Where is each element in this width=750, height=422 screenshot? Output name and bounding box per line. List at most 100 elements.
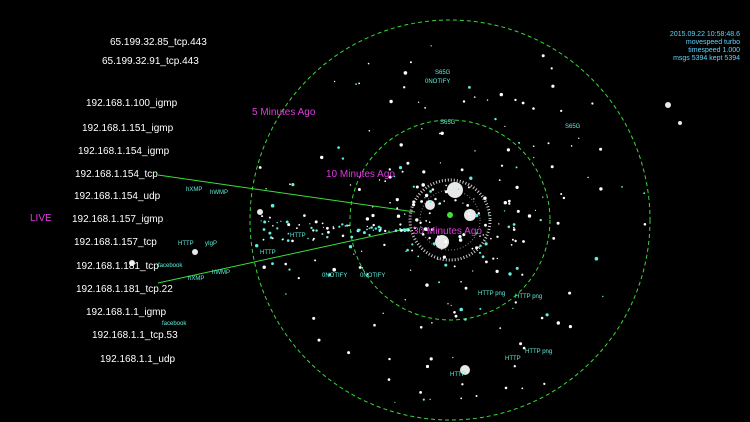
host-label[interactable]: 192.168.1.1_tcp.53 xyxy=(92,330,178,341)
particle-dot xyxy=(507,199,511,203)
sphere-node[interactable] xyxy=(678,121,682,125)
particle-dot xyxy=(361,267,364,269)
particle-dot xyxy=(404,299,406,301)
particle-dot xyxy=(519,342,523,346)
connection-line xyxy=(157,174,416,213)
sphere-node[interactable] xyxy=(257,209,263,215)
particle-dot xyxy=(412,185,415,188)
host-label[interactable]: 192.168.1.1_igmp xyxy=(86,307,167,318)
flow-dot xyxy=(327,230,330,234)
particle-dot xyxy=(468,213,471,216)
particle-dot xyxy=(514,301,517,304)
particle-dot xyxy=(469,176,473,180)
protocol-label: hXMP xyxy=(186,187,203,193)
host-label[interactable]: 192.168.1.154_udp xyxy=(74,191,161,202)
sphere-node[interactable] xyxy=(425,200,435,210)
particle-dot xyxy=(424,107,426,109)
particle-dot xyxy=(468,86,471,89)
host-label[interactable]: 65.199.32.85_tcp.443 xyxy=(110,37,207,48)
flow-dot xyxy=(262,228,266,231)
particle-dot xyxy=(348,245,353,249)
particle-dot xyxy=(394,401,396,403)
particle-dot xyxy=(320,155,324,160)
protocol-label: HTTP xyxy=(505,356,521,362)
protocol-label: facebook xyxy=(162,321,187,327)
host-label[interactable]: 192.168.1.100_igmp xyxy=(86,98,178,109)
particle-dot xyxy=(447,303,449,305)
particle-dot xyxy=(439,162,441,164)
particle-dot xyxy=(422,170,426,174)
particle-dot xyxy=(521,387,524,390)
host-label[interactable]: 65.199.32.91_tcp.443 xyxy=(102,56,199,67)
sphere-node[interactable] xyxy=(460,365,470,375)
particle-dot xyxy=(415,218,419,222)
particle-dot xyxy=(431,188,435,191)
flow-dot xyxy=(377,225,381,229)
particle-dot xyxy=(484,242,488,246)
particle-dot xyxy=(506,148,510,152)
host-label[interactable]: 192.168.1.154_igmp xyxy=(78,146,170,157)
particle-dot xyxy=(384,180,387,183)
ring-5-minutes xyxy=(249,19,651,421)
particle-dot xyxy=(512,223,516,226)
flow-dot xyxy=(268,216,271,219)
particle-dot xyxy=(420,200,423,203)
particle-dot xyxy=(353,253,355,255)
particle-dot xyxy=(317,338,321,342)
particle-dot xyxy=(485,260,488,264)
sphere-node[interactable] xyxy=(464,209,476,221)
host-label[interactable]: 192.168.1.157_igmp xyxy=(72,214,164,225)
protocol-label: HTTP png xyxy=(525,349,553,355)
particle-dot xyxy=(398,166,403,170)
flow-dot xyxy=(366,225,368,228)
particle-dot xyxy=(516,209,520,213)
sphere-node[interactable] xyxy=(665,102,671,108)
flow-dot xyxy=(262,238,265,241)
protocol-label: hWMP xyxy=(212,270,230,276)
particle-dot xyxy=(486,99,489,101)
host-label[interactable]: 192.168.1.157_tcp xyxy=(74,237,157,248)
particle-dot xyxy=(291,183,295,187)
particle-dot xyxy=(403,71,408,75)
particle-dot xyxy=(479,245,481,248)
particle-dot xyxy=(314,259,317,262)
sphere-node[interactable] xyxy=(447,212,453,218)
host-label[interactable]: 192.168.1.181_tcp.22 xyxy=(76,284,173,295)
particle-dot xyxy=(431,322,433,324)
status-panel: 2015.09.22 10:58:48.6 movespeed turbo ti… xyxy=(670,31,740,63)
sphere-node[interactable] xyxy=(192,249,198,255)
sphere-node[interactable] xyxy=(447,182,463,198)
particle-dot xyxy=(326,236,329,239)
particle-dot xyxy=(419,391,422,394)
particle-dot xyxy=(461,383,464,386)
sphere-node[interactable] xyxy=(435,235,449,249)
host-label[interactable]: 192.168.1.181_tcp xyxy=(76,261,159,272)
flow-dot xyxy=(370,226,373,229)
ring-label-5min: 5 Minutes Ago xyxy=(252,107,316,118)
particle-dot xyxy=(406,161,410,165)
flow-dot xyxy=(287,223,291,227)
particle-dot xyxy=(621,186,623,188)
particle-dot xyxy=(568,325,573,329)
particle-dot xyxy=(378,179,381,181)
particle-dot xyxy=(475,246,479,250)
particle-dot xyxy=(522,346,526,350)
particle-dot xyxy=(428,212,431,215)
particle-dot xyxy=(328,273,332,277)
sphere-node[interactable] xyxy=(129,260,135,266)
particle-dot xyxy=(556,321,560,325)
host-label[interactable]: 192.168.1.1_udp xyxy=(100,354,176,365)
particle-dot xyxy=(415,185,419,189)
particle-dot xyxy=(438,202,441,205)
particle-dot xyxy=(424,193,429,198)
protocol-label: yIgP xyxy=(205,241,218,247)
host-label[interactable]: 192.168.1.154_tcp xyxy=(75,169,158,180)
particle-dot xyxy=(270,203,275,208)
flow-dot xyxy=(267,220,270,223)
host-label[interactable]: 192.168.1.151_igmp xyxy=(82,123,174,134)
particle-dot xyxy=(578,137,580,139)
particle-dot xyxy=(462,202,464,204)
particle-dot xyxy=(507,225,511,229)
particle-dot xyxy=(464,286,468,290)
